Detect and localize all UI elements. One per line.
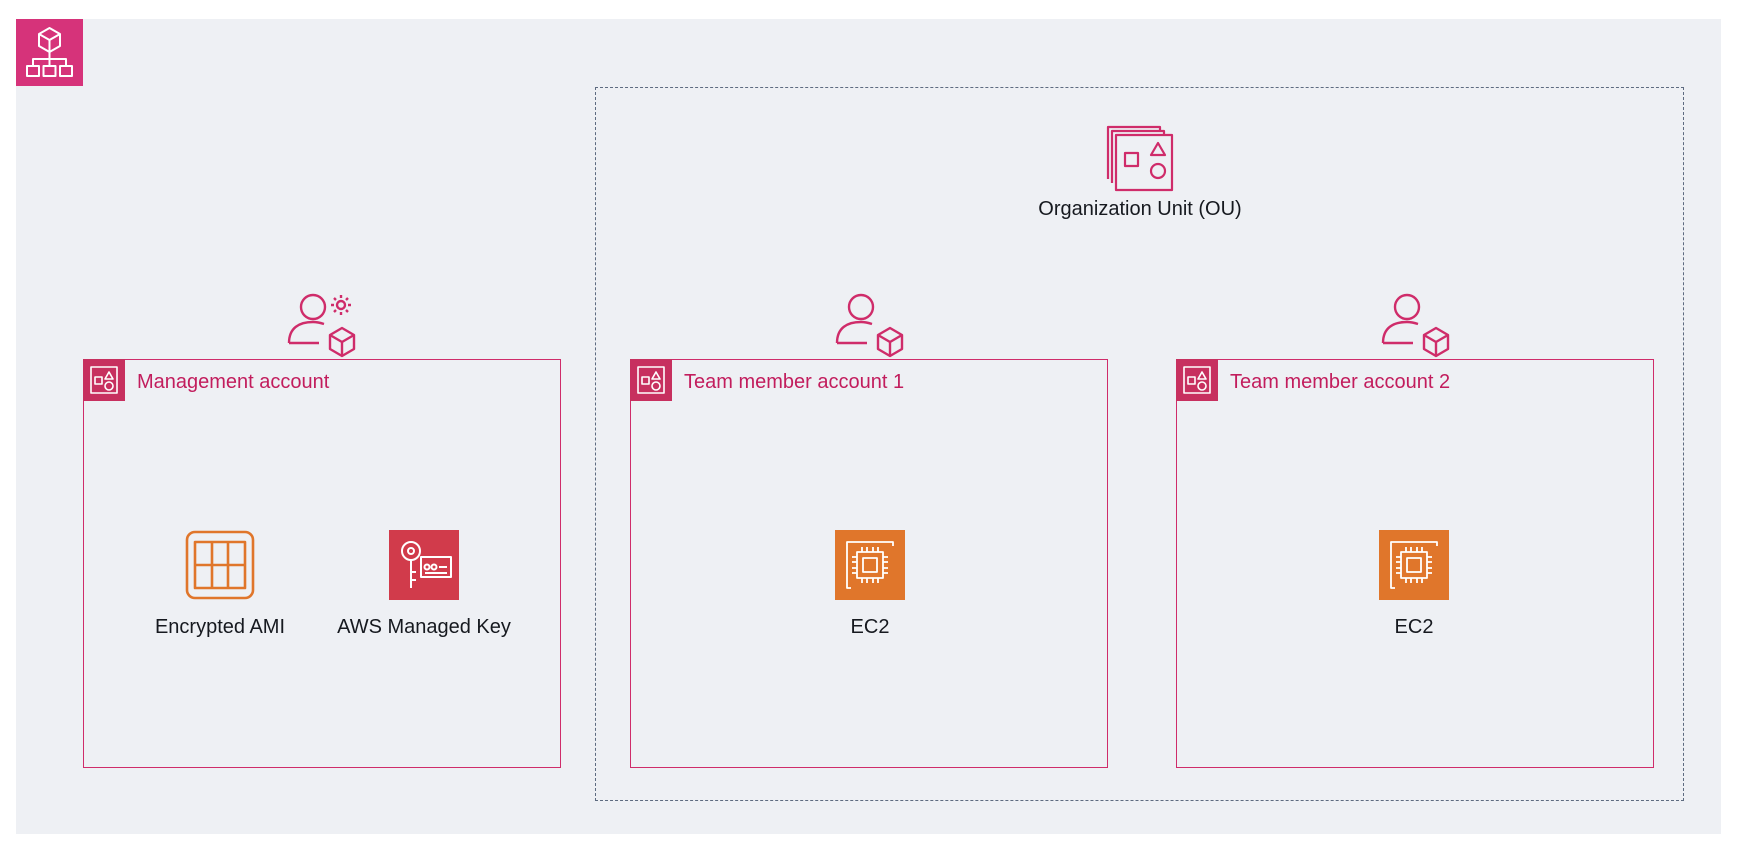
ec2-label-1: EC2 xyxy=(850,616,890,638)
management-user-icon xyxy=(286,290,356,365)
diagram-canvas xyxy=(16,19,1721,834)
aws-managed-key-label: AWS Managed Key xyxy=(337,616,511,638)
aws-managed-key-node: AWS Managed Key xyxy=(324,530,524,639)
ec2-icon xyxy=(835,530,905,606)
team-member-account-2-title: Team member account 2 xyxy=(1230,371,1451,393)
account-icon xyxy=(630,359,672,401)
ec2-node-2: EC2 xyxy=(1344,530,1484,639)
kms-key-icon xyxy=(389,530,459,606)
management-account-group: Management account Encrypted AMI xyxy=(83,359,561,768)
team-member-2-user-icon xyxy=(1380,290,1450,365)
organizational-unit-icon xyxy=(1102,119,1176,193)
organization-unit-group xyxy=(595,87,1684,801)
aws-organizations-icon xyxy=(16,19,83,86)
ec2-node-1: EC2 xyxy=(800,530,940,639)
organization-unit-label: Organization Unit (OU) xyxy=(1038,198,1242,220)
ec2-icon xyxy=(1379,530,1449,606)
account-icon xyxy=(1176,359,1218,401)
team-member-account-1-group: Team member account 1 EC2 xyxy=(630,359,1108,768)
ami-icon xyxy=(185,530,255,606)
team-member-1-user-icon xyxy=(834,290,904,365)
management-account-title: Management account xyxy=(137,371,330,393)
encrypted-ami-label: Encrypted AMI xyxy=(154,616,286,638)
team-member-account-2-group: Team member account 2 EC2 xyxy=(1176,359,1654,768)
team-member-account-1-title: Team member account 1 xyxy=(684,371,905,393)
encrypted-ami-node: Encrypted AMI xyxy=(150,530,290,639)
ec2-label-2: EC2 xyxy=(1394,616,1434,638)
account-icon xyxy=(83,359,125,401)
